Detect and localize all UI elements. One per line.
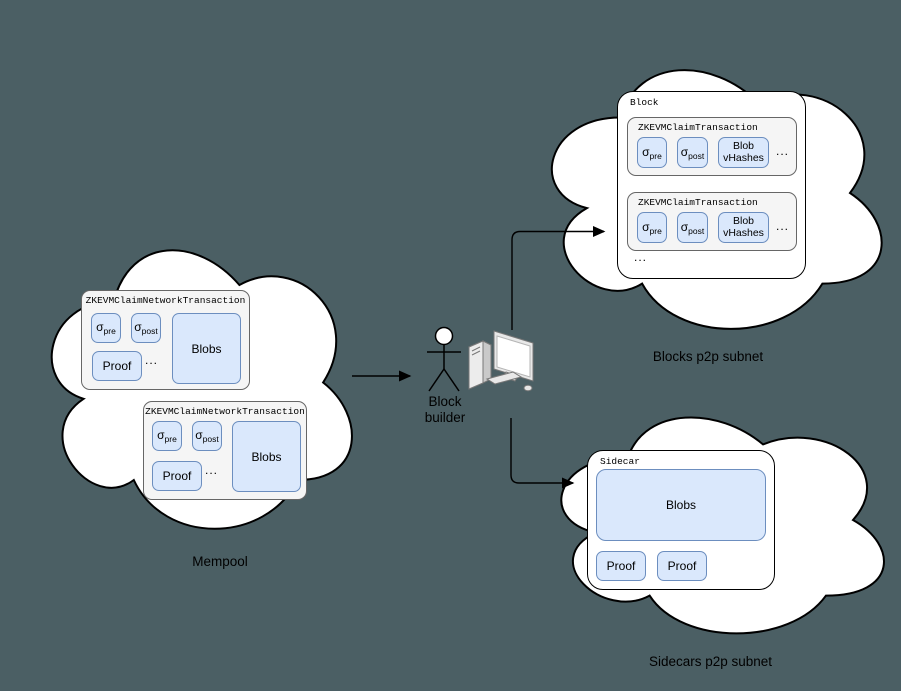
transaction-title: ZKEVMClaimTransaction [638,197,758,208]
blob-vhashes-field: Blob vHashes [718,212,769,243]
computer-icon [467,330,534,392]
sigma-pre-label: σpre [642,219,662,236]
transaction-title: ZKEVMClaimTransaction [638,122,758,133]
blob-vhashes-label: Blob vHashes [723,140,764,164]
blob-vhashes-field: Blob vHashes [718,137,769,168]
sigma-post-field: σpost [131,313,161,343]
ellipsis-text: ... [776,144,790,158]
person-icon [427,326,461,392]
blobs-field: Blobs [596,469,766,541]
proof-field: Proof [596,551,646,581]
block-builder-label: Block builder [424,394,466,425]
ellipsis-text: ... [205,463,219,477]
sigma-pre-label: σpre [96,320,116,336]
proof-field: Proof [92,351,142,381]
sigma-post-label: σpost [680,144,705,161]
block-container: Block ZKEVMClaimTransaction σpre σpost B… [617,91,806,279]
sigma-post-field: σpost [677,137,708,168]
sigma-pre-field: σpre [637,212,667,243]
arrow-builder-to-blocks [511,225,606,330]
proof-field: Proof [657,551,707,581]
sigma-pre-label: σpre [642,144,662,161]
sigma-post-label: σpost [134,320,158,336]
ellipsis-text: ... [145,353,159,367]
sigma-post-field: σpost [192,421,222,451]
ellipsis-text: ... [634,250,648,264]
mempool-transaction-2: ZKEVMClaimNetworkTransaction σpre σpost … [143,401,307,500]
transaction-title: ZKEVMClaimNetworkTransaction [85,295,246,306]
mempool-label: Mempool [192,554,248,569]
block-transaction-1: ZKEVMClaimTransaction σpre σpost Blob vH… [627,117,797,176]
sigma-post-label: σpost [680,219,705,236]
arrow-builder-to-sidecars [510,418,575,489]
ellipsis-text: ... [776,219,790,233]
sidecars-subnet-label: Sidecars p2p subnet [648,654,773,669]
sidecar-container: Sidecar Blobs Proof Proof [587,450,775,590]
sigma-pre-field: σpre [637,137,667,168]
block-title: Block [630,97,659,108]
blob-vhashes-label: Blob vHashes [723,215,764,239]
blobs-field: Blobs [232,421,301,492]
blocks-subnet-label: Blocks p2p subnet [652,349,764,364]
block-transaction-2: ZKEVMClaimTransaction σpre σpost Blob vH… [627,192,797,251]
mempool-transaction-1: ZKEVMClaimNetworkTransaction σpre σpost … [81,290,250,390]
sigma-post-field: σpost [677,212,708,243]
proof-field: Proof [152,461,202,491]
blobs-field: Blobs [172,313,241,384]
sidecar-title: Sidecar [600,456,640,467]
sigma-post-label: σpost [195,428,219,444]
sigma-pre-label: σpre [157,428,177,444]
sigma-pre-field: σpre [152,421,182,451]
transaction-title: ZKEVMClaimNetworkTransaction [145,406,305,417]
sigma-pre-field: σpre [91,313,121,343]
